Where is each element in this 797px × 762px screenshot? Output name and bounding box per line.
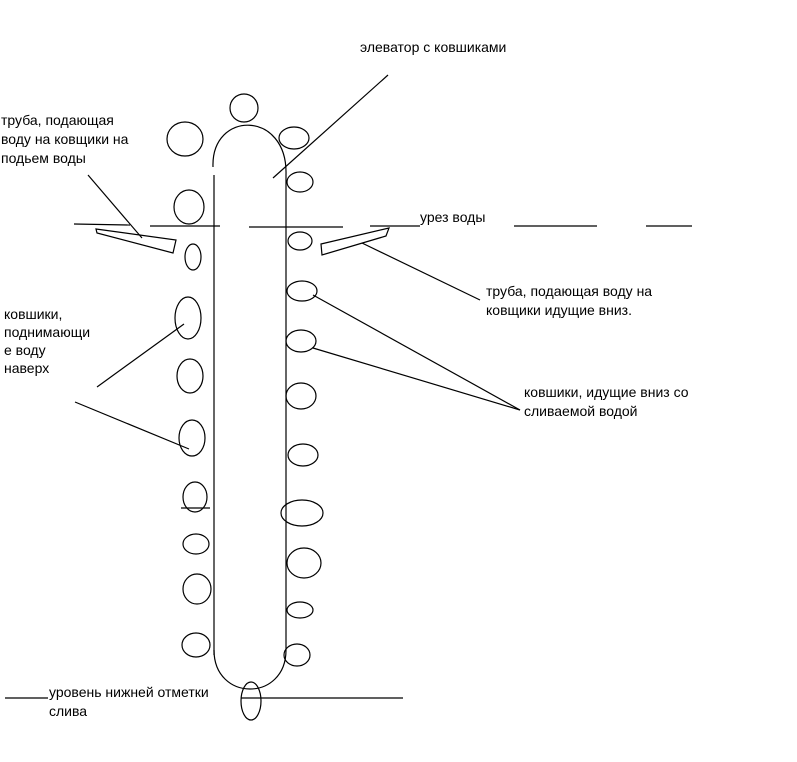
- label-line: слива: [49, 703, 88, 719]
- label-elevator: элеватор с ковшиками: [360, 38, 506, 57]
- label-line: ковщики идущие вниз.: [486, 302, 632, 318]
- label-line: труба, подающая воду на: [486, 283, 653, 299]
- label-pipe-down: труба, подающая воду на ковщики идущие в…: [486, 282, 652, 320]
- label-line: уровень нижней отметки: [49, 684, 209, 700]
- label-water-level: урез воды: [420, 208, 485, 227]
- label-line: е воду: [4, 342, 46, 358]
- elevator-belt: [212, 124, 287, 690]
- label-line: элеватор с ковшиками: [360, 39, 507, 55]
- label-line: труба, подающая: [1, 112, 114, 128]
- label-line: воду на ковщики на: [1, 131, 129, 147]
- label-line: урез воды: [420, 209, 486, 225]
- leader-lines: [74, 74, 521, 450]
- label-line: сливаемой водой: [524, 403, 638, 419]
- label-buckets-down: ковшики, идущие вниз со сливаемой водой: [524, 383, 689, 421]
- buckets: [166, 93, 324, 721]
- label-line: ковшики, идущие вниз со: [524, 384, 689, 400]
- water-level-line: [73, 223, 692, 228]
- label-line: поднимающи: [4, 324, 91, 340]
- label-line: наверх: [4, 360, 50, 376]
- label-pipe-up: труба, подающая воду на ковщики на подье…: [1, 111, 128, 168]
- label-line: ковшики,: [4, 306, 63, 322]
- pipes: [95, 227, 390, 256]
- label-line: подьем воды: [1, 150, 86, 166]
- label-drain-level: уровень нижней отметки слива: [49, 683, 209, 721]
- label-buckets-up: ковшики, поднимающи е воду наверх: [4, 305, 90, 377]
